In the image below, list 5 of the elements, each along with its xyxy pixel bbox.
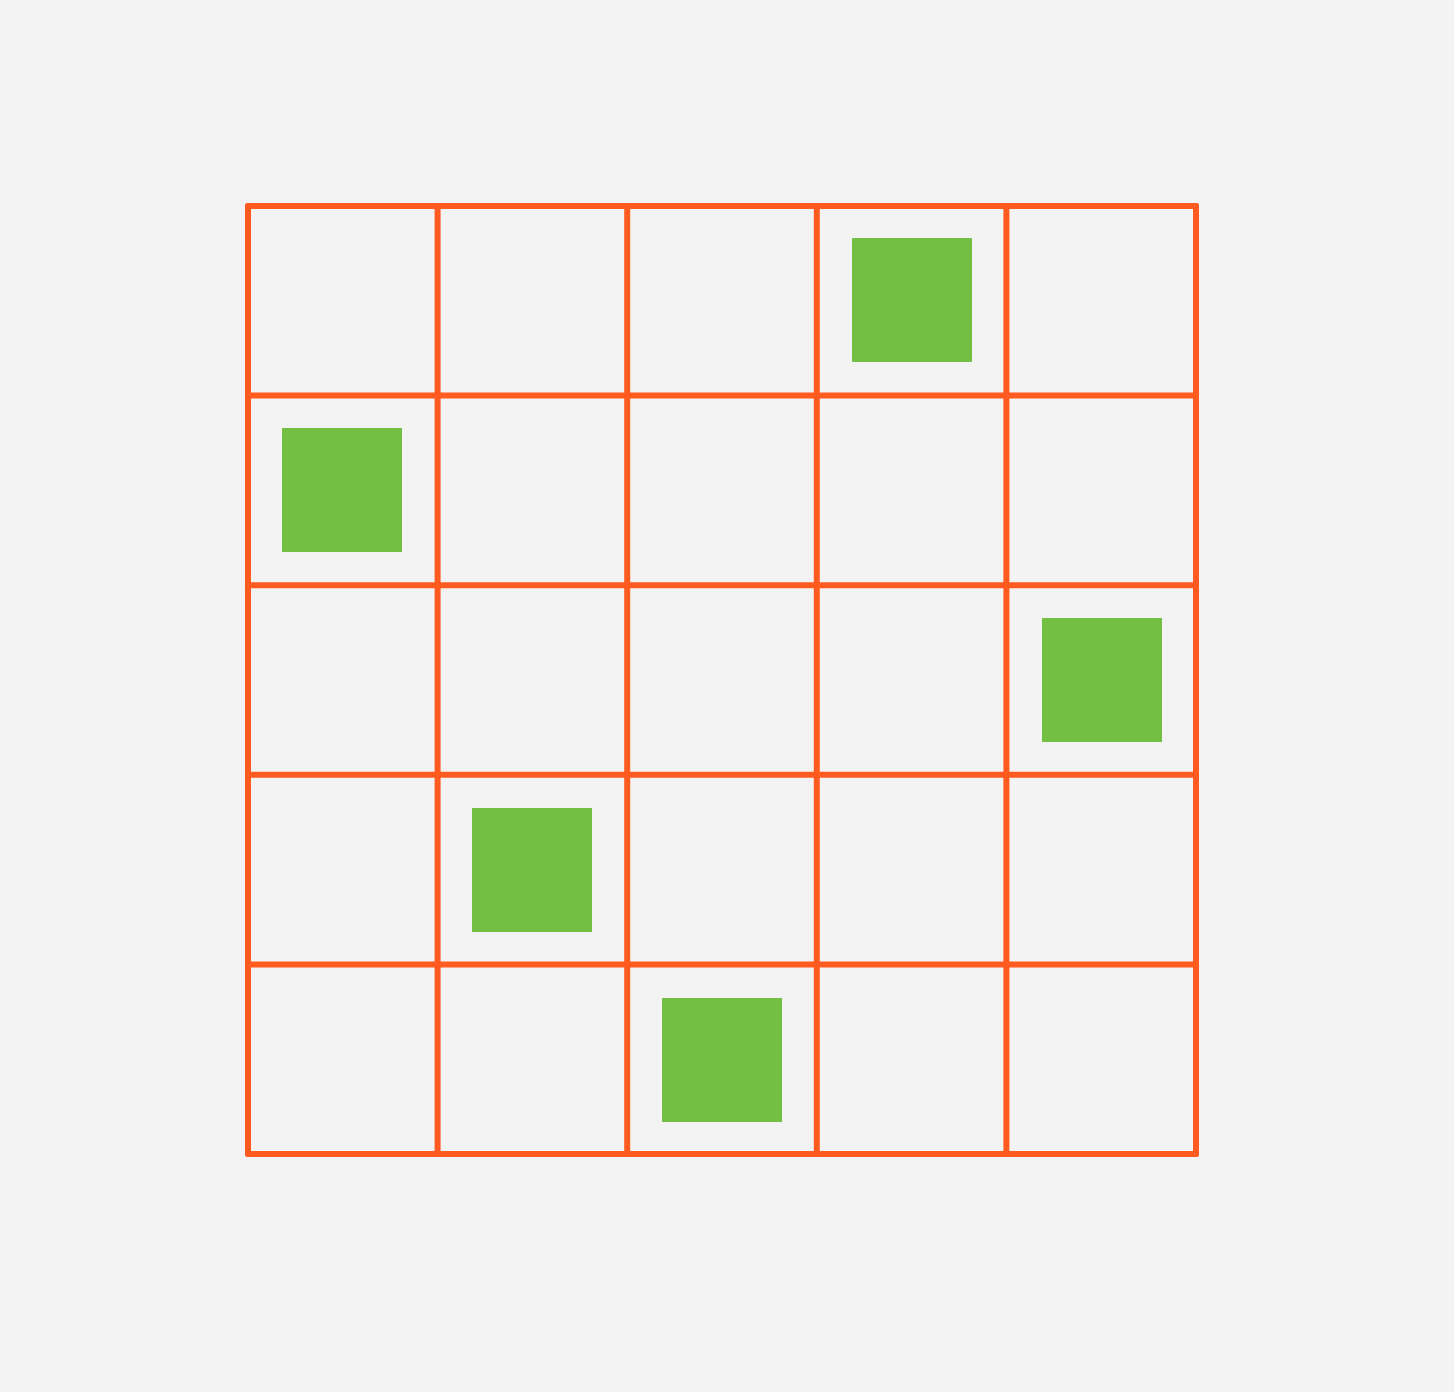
filled-square — [472, 807, 593, 932]
filled-square — [1041, 618, 1162, 742]
filled-square — [282, 428, 403, 553]
filled-square — [851, 238, 972, 363]
filled-square — [662, 997, 782, 1122]
